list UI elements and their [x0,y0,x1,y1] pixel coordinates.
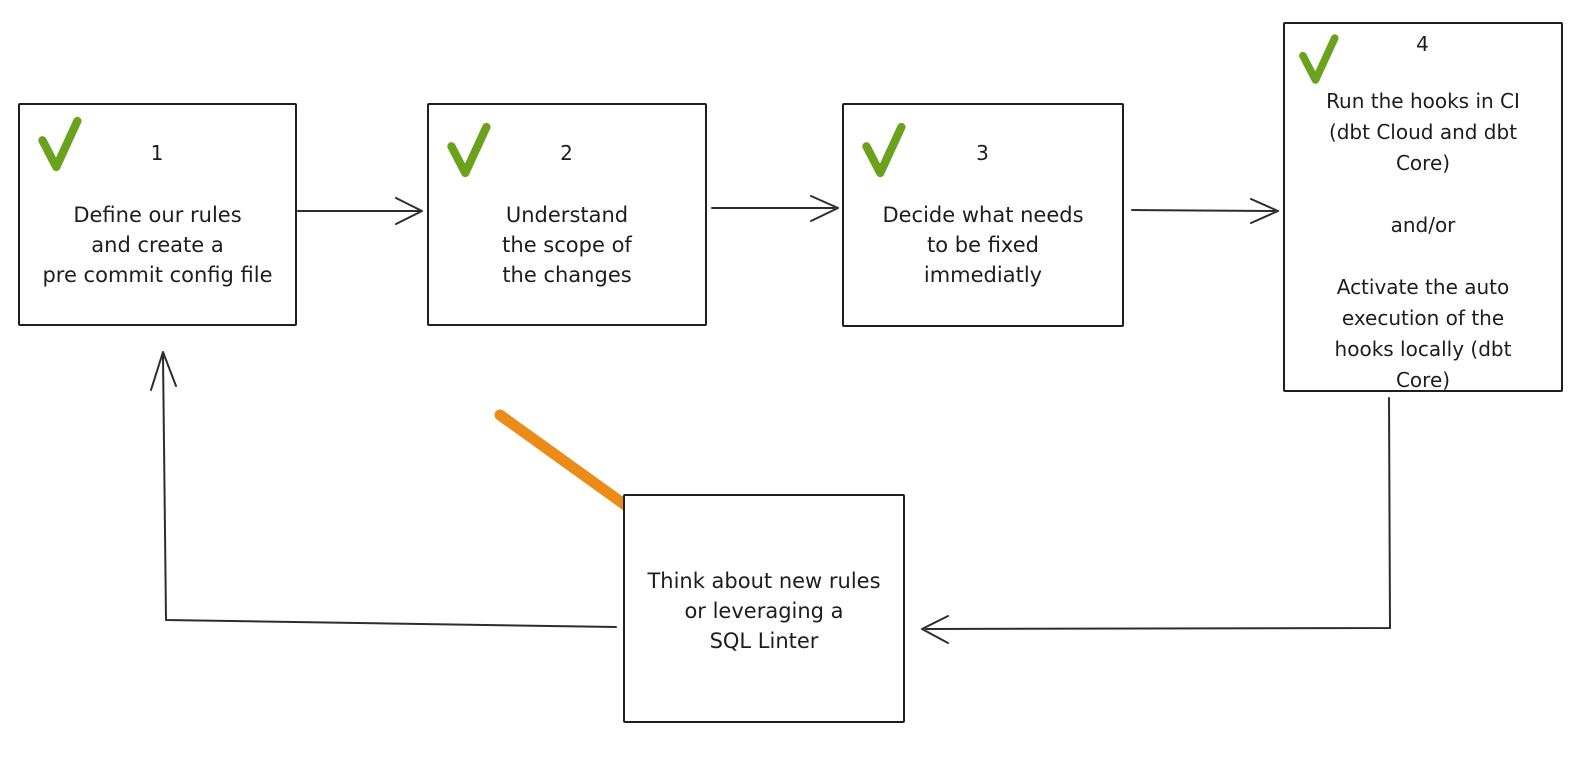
step-box-3: 3 Decide what needs to be fixed immediat… [842,103,1124,327]
check-icon [1299,34,1339,84]
step-text: Decide what needs to be fixed immediatly [882,203,1084,287]
connector-step1-step2 [297,197,423,225]
step-box-4: 4 Run the hooks in CI (dbt Cloud and dbt… [1283,22,1563,392]
step-text: Understand the scope of the changes [502,203,632,287]
step-number: 2 [560,141,574,165]
step-box-2: 2 Understand the scope of the changes [427,103,707,326]
step-number: 3 [976,141,990,165]
check-icon [447,122,491,178]
check-icon [38,116,82,172]
connector-step4-loopbox [921,397,1391,644]
connector-step2-step3 [711,195,839,222]
step-box-1: 1 Define our rules and create a pre comm… [18,103,297,326]
step-number: 1 [150,141,165,165]
step-text: Define our rules and create a pre commit… [42,203,273,287]
step-number: 4 [1416,32,1430,56]
step-text: Run the hooks in CI (dbt Cloud and dbt C… [1326,89,1520,392]
connector-loopbox-step1 [150,351,617,628]
loop-box-text: Think about new rules or leveraging a SQ… [647,569,881,653]
connector-step3-step4 [1131,198,1279,224]
loop-box: Think about new rules or leveraging a SQ… [623,494,905,723]
check-icon [862,122,906,178]
